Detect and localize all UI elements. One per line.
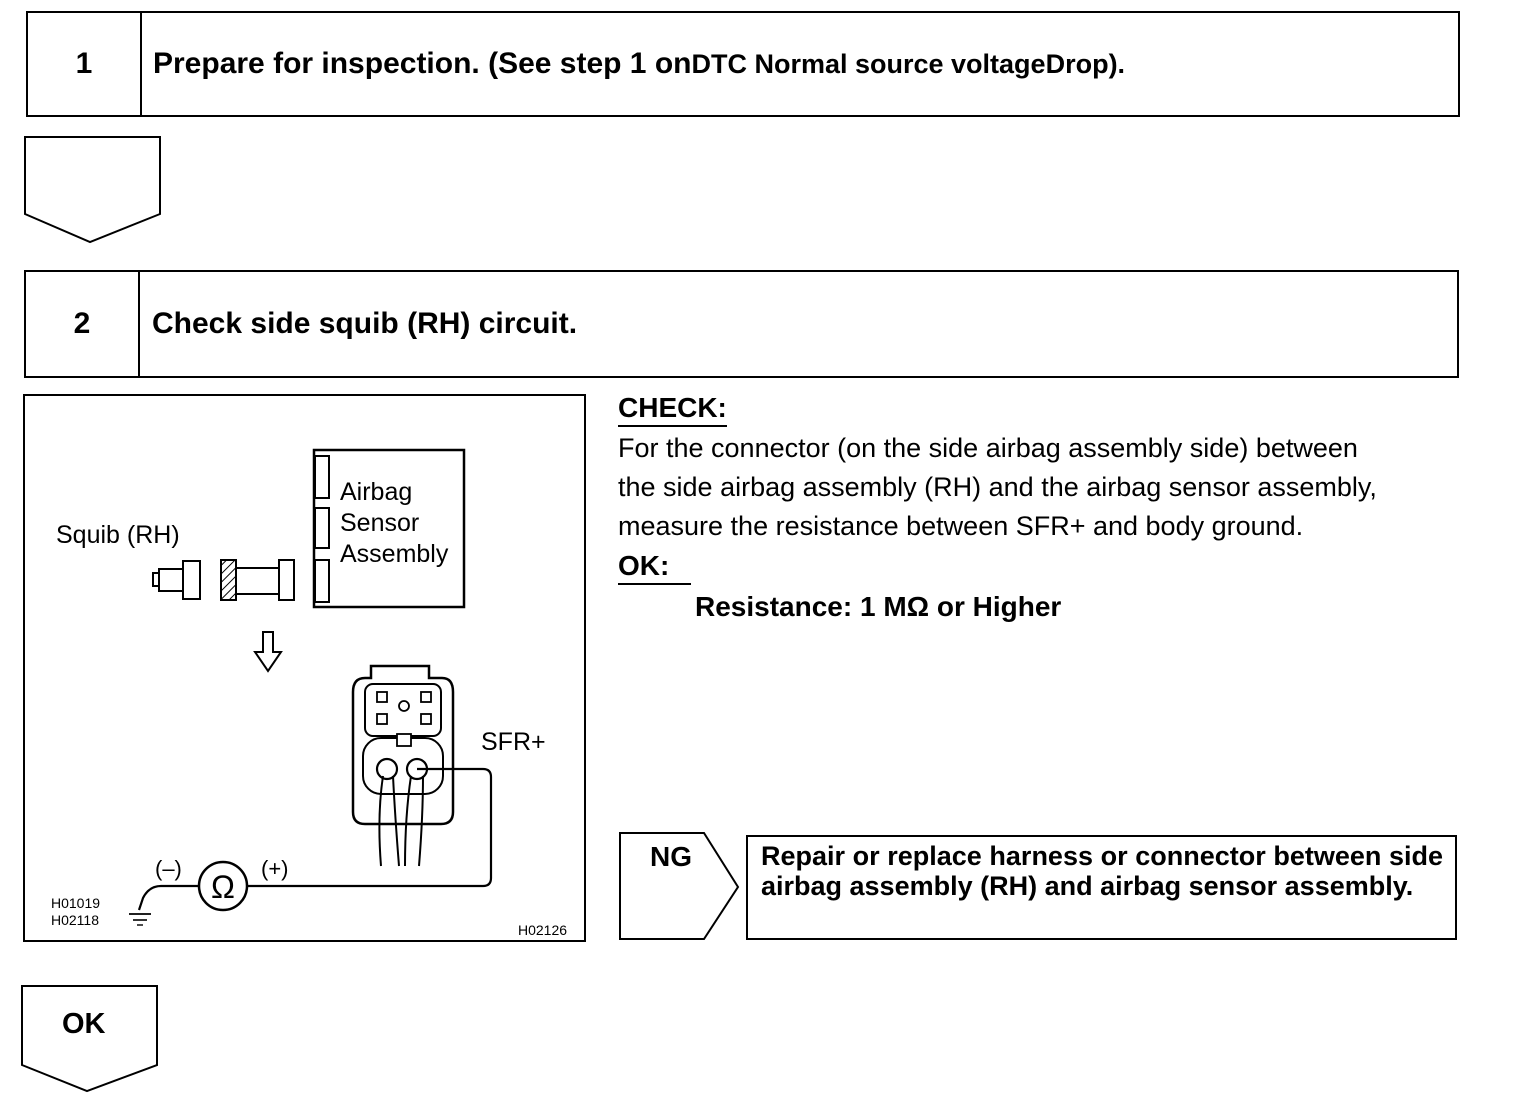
figure-code-1: H01019 [51,895,100,911]
harness-connector-face [278,559,295,601]
figure-code-2: H02118 [51,912,99,928]
airbag-label-1: Airbag [340,478,412,506]
ok-section: OK: [618,550,692,585]
probe-lead-plus [244,767,493,888]
step-1-box: 1 Prepare for inspection. (See step 1 on… [26,11,1460,117]
ok-heading: OK: [618,550,692,585]
airbag-label-3: Assembly [340,540,449,568]
harness-wire-1 [378,775,384,867]
harness-wire-2 [392,775,400,867]
sensor-connector-slot-1 [314,455,330,499]
airbag-label-2: Sensor [340,509,419,537]
ok-arrow-icon [21,985,158,1093]
ng-result-box: Repair or replace harness or connector b… [746,835,1457,940]
ok-arrow-label: OK [62,1008,106,1040]
harness-connector-body [235,567,281,595]
terminal-left [375,757,399,781]
diagram-canvas: Airbag Sensor Assembly Squib (RH) [51,448,567,938]
probe-lead-minus [137,884,199,911]
connector-latch [398,700,410,712]
down-arrow-icon [253,631,283,673]
ng-label: NG [650,841,692,872]
check-text: For the connector (on the side airbag as… [618,429,1377,546]
circuit-diagram: Airbag Sensor Assembly Squib (RH) [23,394,586,942]
plus-label: (+) [261,856,289,881]
squib-plug-face [182,560,201,600]
step-2-number: 2 [26,272,140,376]
check-line-1: For the connector (on the side airbag as… [618,433,1358,463]
step-1-title-end: Drop). [1045,48,1126,79]
check-heading: CHECK: [618,392,727,427]
flow-arrow-1-icon [24,136,161,244]
step-1-title-main: Prepare for inspection. (See step 1 on [153,47,692,80]
ok-spec: Resistance: 1 MΩ or Higher [695,591,1062,622]
connector-key [396,733,412,747]
step-1-number: 1 [28,13,142,115]
step-2-title: Check side squib (RH) circuit. [152,307,578,340]
check-line-2: the side airbag assembly (RH) and the ai… [618,472,1377,502]
connector-pin-slot-1 [376,691,388,703]
check-line-3: measure the resistance between SFR+ and … [618,511,1304,541]
connector-pin-slot-2 [420,691,432,703]
step-1-title: Prepare for inspection. (See step 1 on D… [153,13,1125,115]
connector-pin-slot-4 [420,713,432,725]
sensor-connector-slot-3 [314,559,330,603]
ng-arrow-icon [619,832,740,940]
squib-rh-label: Squib (RH) [56,521,180,549]
ohmmeter-symbol: Ω [211,869,235,905]
step-2-box: 2 Check side squib (RH) circuit. [24,270,1459,378]
squib-plug [152,568,184,592]
minus-label: (–) [155,856,182,881]
connector-pin-slot-3 [376,713,388,725]
squib-hatched-connector [220,559,237,601]
airbag-sensor-box [312,448,466,609]
check-section: CHECK: [618,392,727,427]
figure-code-3: H02126 [518,922,567,938]
harness-wire-3 [404,775,412,867]
sensor-connector-slot-2 [314,507,330,549]
harness-wire-4 [418,775,424,867]
sfr-plus-label: SFR+ [481,728,546,756]
step-1-title-reference: DTC Normal source voltage [691,48,1046,79]
